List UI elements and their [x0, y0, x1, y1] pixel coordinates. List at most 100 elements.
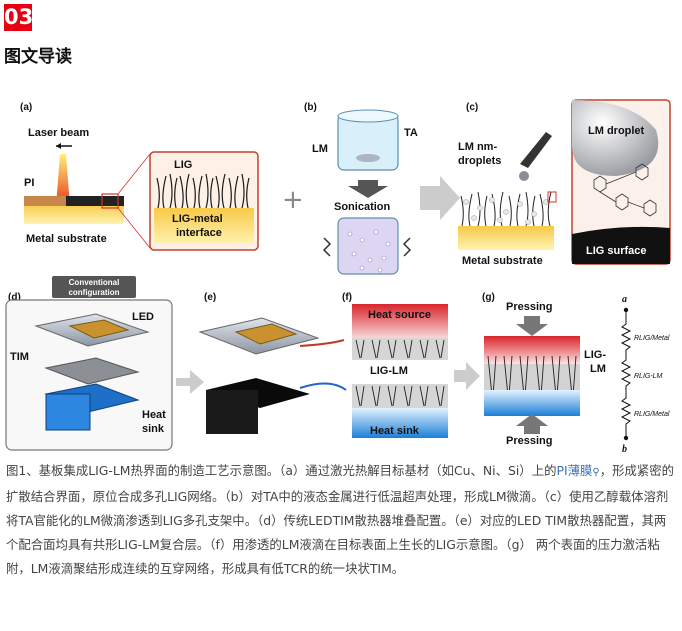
down-arrow-icon [348, 180, 388, 198]
arrow-head-icon [56, 143, 61, 149]
panel-b-tag: (b) [304, 102, 317, 113]
node-b [623, 435, 629, 441]
panel-d: (d) Conventional configuration LED TIM H… [5, 276, 173, 451]
figure-1: (a) Laser beam PI Metal substrate LIG LI… [5, 99, 671, 454]
node-a-label: a [622, 294, 627, 305]
panel-d-tag: (d) [8, 292, 21, 303]
beaker-top-rim [337, 109, 399, 123]
conventional-badge [52, 276, 136, 298]
g-red-block [484, 336, 580, 364]
metal-substrate-block [24, 204, 124, 224]
pressing-bottom-label: Pressing [506, 435, 552, 447]
panel-a: (a) Laser beam PI Metal substrate LIG LI… [20, 102, 259, 251]
droplet-icon [519, 171, 529, 181]
conventional-label-2: configuration [68, 288, 119, 297]
interface-label-2: interface [176, 227, 222, 239]
zoom-box-c [547, 191, 557, 203]
arrow-f-g-icon [454, 362, 480, 390]
metal-substrate-label: Metal substrate [26, 233, 107, 245]
caption-text-2: ，形成紧密的扩散结合界面，原位合成多孔LIG网络。（b）对TA中的液态金属进行低… [6, 463, 675, 576]
panel-g: (g) Pressing Pressing LIG- LM a b RLIG/M… [482, 292, 670, 454]
section-number-badge: 03 [4, 4, 34, 31]
lig-label: LIG [174, 159, 192, 171]
conventional-label-1: Conventional [69, 278, 120, 287]
metal-substrate-c [458, 226, 554, 250]
lm-nm-label-2: droplets [458, 155, 501, 167]
lm-blob [356, 154, 380, 162]
droplet-dots [347, 229, 391, 273]
figure-caption: 图1、基板集成LIG-LM热界面的制造工艺示意图。（a）通过激光热解目标基材（如… [6, 459, 678, 581]
plus-icon: + [282, 185, 304, 215]
pi-label: PI [24, 177, 34, 189]
search-icon[interactable]: ⚲ [592, 467, 600, 478]
sonication-label: Sonication [334, 201, 391, 213]
press-up-icon [516, 414, 548, 434]
heat-source-block [352, 304, 448, 340]
sink-label: sink [142, 423, 165, 435]
caption-text-1: 图1、基板集成LIG-LM热界面的制造工艺示意图。（a）通过激光热解目标基材（如… [6, 463, 557, 478]
node-b-label: b [622, 444, 627, 454]
laser-beam-shape [56, 154, 70, 206]
g-blue-block [484, 390, 580, 416]
panel-a-tag: (a) [20, 102, 32, 113]
g-lig-label-2: LM [590, 363, 606, 375]
metal-substrate-c-label: Metal substrate [462, 255, 543, 267]
led-chip-e [234, 323, 298, 345]
press-down-icon [516, 316, 548, 336]
blue-arrow [299, 382, 347, 391]
lig-surface-block [572, 226, 670, 264]
caption-link-pi-film[interactable]: PI薄膜 [556, 463, 593, 478]
pipette-icon [520, 132, 552, 168]
tim-label: TIM [10, 351, 29, 363]
r1-label: RLIG/Metal [634, 335, 670, 342]
lig-surface-label: LIG surface [586, 245, 647, 257]
interface-label-1: LIG-metal [172, 213, 223, 225]
section-title: 图文导读 [4, 47, 72, 67]
resistor-network [620, 310, 632, 438]
g-merged-texture [487, 355, 577, 397]
arrow-d-e-icon [176, 370, 204, 394]
zoom-box [101, 193, 119, 209]
led-label: LED [132, 311, 154, 323]
panel-b: (b) LM TA Sonication [304, 102, 418, 275]
lig-lm-fibers [460, 191, 552, 227]
r3-label: RLIG/Metal [634, 411, 670, 418]
lig-heat-sink-fins [206, 390, 258, 434]
lm-nm-label-1: LM nm- [458, 141, 497, 153]
g-lig-label-1: LIG- [584, 349, 606, 361]
lig-lm-bottom-texture [355, 385, 445, 407]
zoom-lines [117, 153, 151, 249]
panel-e-tag: (e) [204, 292, 216, 303]
vibration-icon [322, 237, 412, 257]
panel-e: (e) [198, 292, 347, 434]
ta-molecules [593, 163, 657, 217]
lig-lm-bottom-layer [352, 384, 448, 408]
heat-sink-block [352, 408, 448, 438]
lm-droplet-label: LM droplet [588, 125, 645, 137]
big-arrow-icon [420, 176, 460, 220]
lig-fibers [156, 173, 250, 209]
panel-c-tag: (c) [466, 102, 478, 113]
lm-droplet-sphere [572, 100, 659, 176]
pi-film [24, 196, 66, 206]
lig-lm-top-layer [352, 338, 448, 360]
panel-f: (f) Heat source LIG-LM Heat sink [342, 292, 448, 438]
lig-lm-label: LIG-LM [370, 365, 408, 377]
ta-label: TA [404, 127, 418, 139]
heat-sink-fins [45, 393, 91, 431]
laser-beam-label: Laser beam [28, 127, 89, 139]
red-arrow [299, 339, 345, 347]
panel-c: (c) LM nm- droplets Metal substrate LM d… [458, 99, 671, 267]
heat-label: Heat [142, 409, 166, 421]
r2-label: RLIG-LM [634, 373, 663, 380]
tim-sheet [44, 357, 140, 385]
led-chip [68, 319, 130, 339]
lm-nano-droplets [463, 197, 549, 225]
pressing-top-label: Pressing [506, 301, 552, 313]
interface-metal [154, 208, 254, 244]
lig-lm-top-texture [355, 339, 445, 359]
heat-source-label: Heat source [368, 309, 431, 321]
g-merged-layer [484, 364, 580, 390]
heat-sink-f-label: Heat sink [370, 425, 420, 437]
panel-g-tag: (g) [482, 292, 495, 303]
